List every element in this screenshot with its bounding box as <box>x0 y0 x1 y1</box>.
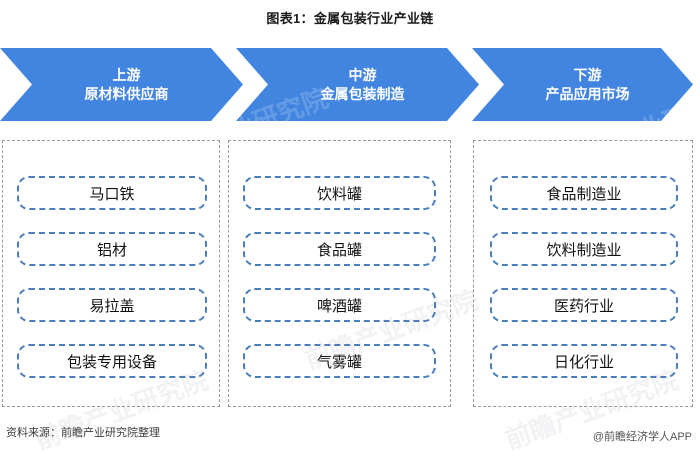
node-upstream-3[interactable]: 易拉盖 <box>17 288 207 322</box>
column-downstream: 食品制造业 饮料制造业 医药行业 日化行业 <box>473 140 693 407</box>
stage-banner-downstream[interactable]: 下游 产品应用市场 <box>472 48 693 121</box>
node-midstream-1[interactable]: 饮料罐 <box>243 176 436 210</box>
stage-banner-midstream[interactable]: 中游 金属包装制造 <box>236 48 479 121</box>
stage-banner-downstream-stage: 下游 <box>573 66 602 83</box>
source-note: 资料来源：前瞻产业研究院整理 <box>6 427 160 439</box>
credit-note: @前瞻经济学人APP <box>592 431 692 443</box>
stage-banner-upstream-label: 原材料供应商 <box>84 85 169 102</box>
node-midstream-4[interactable]: 气雾罐 <box>243 344 436 378</box>
node-downstream-4[interactable]: 日化行业 <box>490 344 678 378</box>
node-upstream-4[interactable]: 包装专用设备 <box>17 344 207 378</box>
stage-banner-row: 上游 原材料供应商 中游 金属包装制造 下游 产品应用市场 前瞻产业研究院 前瞻… <box>0 48 700 173</box>
chain-columns: 马口铁 铝材 易拉盖 包装专用设备 饮料罐 食品罐 啤酒罐 气雾罐 食品制造业 … <box>0 140 700 455</box>
column-upstream: 马口铁 铝材 易拉盖 包装专用设备 <box>2 140 220 407</box>
stage-banner-upstream-stage: 上游 <box>112 66 141 83</box>
stage-banner-midstream-label: 金属包装制造 <box>320 85 405 102</box>
node-midstream-3[interactable]: 啤酒罐 <box>243 288 436 322</box>
page-title: 图表1：金属包装行业产业链 <box>266 11 434 26</box>
node-downstream-3[interactable]: 医药行业 <box>490 288 678 322</box>
node-midstream-2[interactable]: 食品罐 <box>243 232 436 266</box>
stage-banner-midstream-stage: 中游 <box>348 66 377 83</box>
node-upstream-2[interactable]: 铝材 <box>17 232 207 266</box>
stage-banner-downstream-label: 产品应用市场 <box>545 85 630 102</box>
node-downstream-1[interactable]: 食品制造业 <box>490 176 678 210</box>
node-downstream-2[interactable]: 饮料制造业 <box>490 232 678 266</box>
stage-banner-upstream[interactable]: 上游 原材料供应商 <box>0 48 243 121</box>
node-upstream-1[interactable]: 马口铁 <box>17 176 207 210</box>
column-midstream: 饮料罐 食品罐 啤酒罐 气雾罐 <box>228 140 451 407</box>
